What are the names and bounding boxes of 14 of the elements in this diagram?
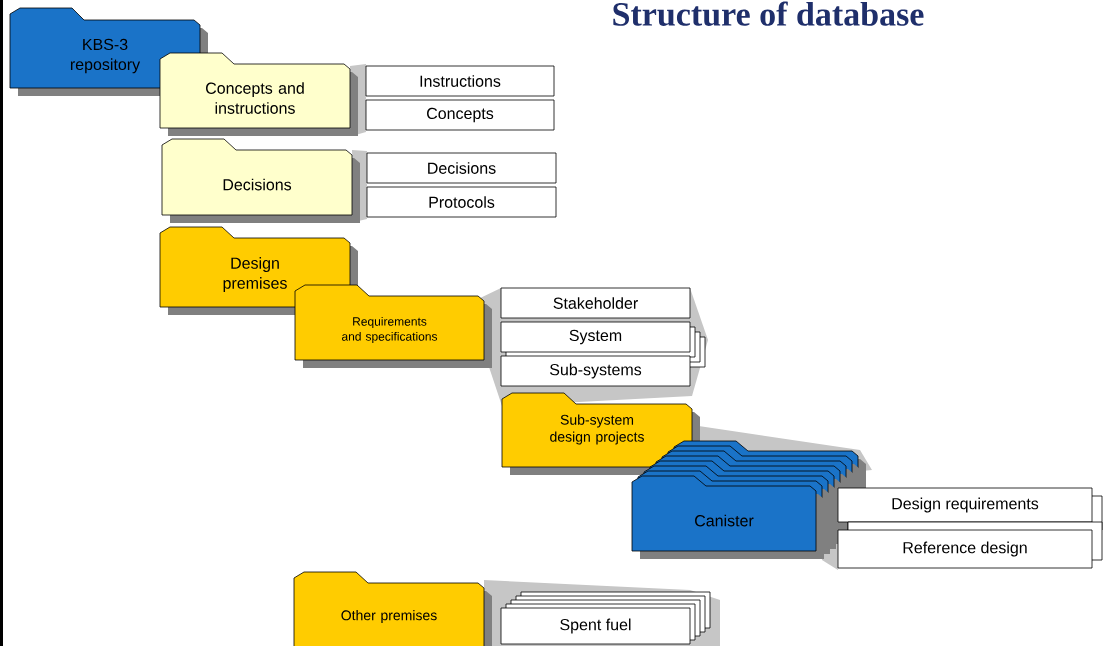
document-box: Instructions — [365, 65, 555, 97]
folder-box: Other premises — [293, 571, 492, 646]
document-box: Reference design — [837, 521, 1103, 569]
document-box: Sub-systems — [500, 355, 691, 387]
document-box: Protocols — [366, 186, 557, 218]
folder-box: Concepts and instructions — [159, 52, 358, 136]
title: Structure of database — [613, 1, 924, 26]
folder-box: Decisions — [161, 138, 360, 223]
document-box: Stakeholder — [500, 287, 691, 319]
folder-box: Requirements and specifications — [294, 284, 492, 368]
document-box: Spent fuel — [500, 591, 711, 645]
folder-box: Design premises — [159, 226, 358, 315]
document-box: Concepts — [365, 99, 555, 131]
document-box: Decisions — [366, 152, 557, 184]
